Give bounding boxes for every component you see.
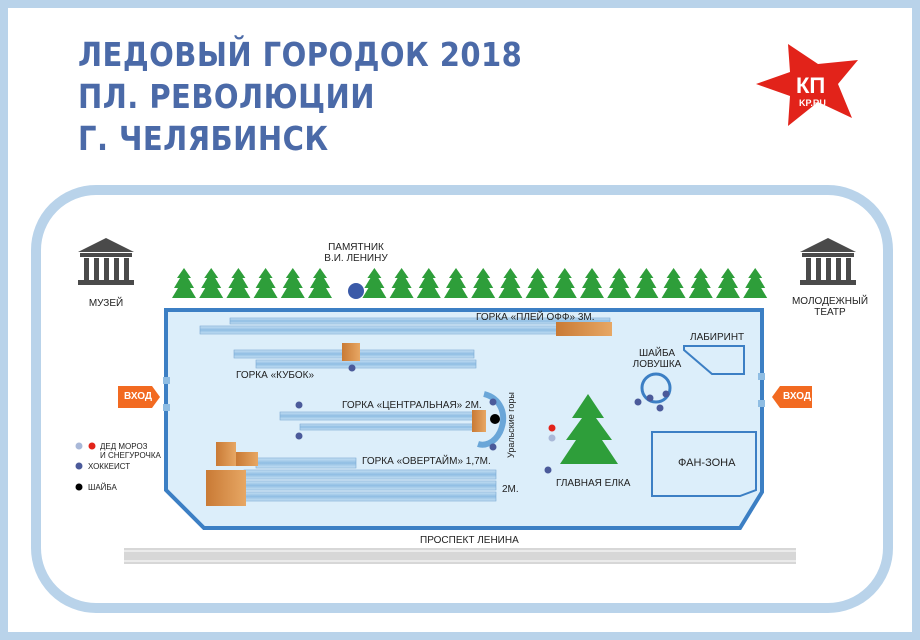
labyrinth-zone (683, 345, 745, 375)
title-line-2: ПЛ. РЕВОЛЮЦИИ (78, 77, 375, 116)
entry-arrow-icon (758, 373, 812, 408)
tree-icon (253, 268, 278, 298)
fan-zone (651, 431, 757, 497)
label-monument: ПАМЯТНИК В.И. ЛЕНИНУ (324, 242, 388, 264)
label-slide-central: ГОРКА «ЦЕНТРАЛЬНАЯ» 2М. (342, 400, 482, 411)
lenin-avenue-road (124, 548, 796, 564)
label-overtime-height: 2М. (502, 484, 519, 495)
label-fan-zone: ФАН-ЗОНА (678, 457, 736, 469)
map-markers (295, 364, 670, 474)
tree-icon (552, 268, 577, 298)
label-slide-playoff: ГОРКА «ПЛЕЙ ОФФ» 3М. (476, 312, 595, 323)
legend-hockey-label: ХОККЕИСТ (88, 462, 131, 471)
tree-icon (661, 268, 686, 298)
building-icon (78, 238, 134, 285)
tree-icon (416, 268, 441, 298)
monument-icon (348, 283, 364, 299)
logo-text-bottom: KP.RU (799, 98, 826, 108)
tree-icon (308, 268, 332, 298)
entry-right-label: ВХОД (783, 391, 812, 402)
label-labyrinth: ЛАБИРИНТ (690, 332, 745, 343)
tree-icon (389, 268, 414, 298)
label-museum: МУЗЕЙ (88, 298, 124, 309)
tree-icon (580, 268, 604, 298)
label-slide-cup: ГОРКА «КУБОК» (236, 370, 315, 381)
tree-icon (172, 268, 196, 298)
tree-icon (471, 268, 496, 298)
logo-text-top: КП (796, 73, 825, 98)
tree-icon (607, 268, 632, 298)
tree-icon (525, 268, 550, 298)
label-puck-trap: ШАЙБА ЛОВУШКА (632, 348, 682, 370)
entry-left-label: ВХОД (124, 391, 153, 402)
legend-santa-label: ДЕД МОРОЗ И СНЕГУРОЧКА (100, 442, 161, 460)
tree-icon (743, 268, 768, 298)
tree-icon (716, 268, 740, 298)
title-line-1: ЛЕДОВЫЙ ГОРОДОК 2018 (78, 35, 523, 74)
label-slide-overtime: ГОРКА «ОВЕРТАЙМ» 1,7М. (362, 456, 491, 467)
building-icon (800, 238, 856, 285)
label-theatre: МОЛОДЕЖНЫЙ ТЕАТР (791, 296, 869, 318)
tree-icon (444, 268, 468, 298)
legend-puck-label: ШАЙБА (88, 483, 117, 492)
tree-icon (362, 268, 387, 298)
tree-icon (688, 268, 713, 298)
kp-logo: КП KP.RU (756, 44, 858, 126)
legend-markers (75, 442, 96, 491)
main-tree-icon (560, 394, 618, 464)
label-main-tree: ГЛАВНАЯ ЕЛКА (556, 478, 631, 489)
slide-playoff (199, 317, 612, 336)
slide-central (279, 410, 486, 432)
tree-icon (199, 268, 224, 298)
tree-icon (634, 268, 659, 298)
tree-icon (498, 268, 523, 298)
tree-row (172, 268, 768, 298)
slide-overtime (206, 442, 497, 506)
tree-icon (226, 268, 251, 298)
title-line-3: Г. ЧЕЛЯБИНСК (78, 119, 329, 158)
tree-icon (280, 268, 305, 298)
entry-arrow-icon (118, 377, 170, 411)
label-ural-mountains: Уральские горы (506, 392, 516, 458)
label-avenue: ПРОСПЕКТ ЛЕНИНА (420, 535, 519, 546)
slide-cup (233, 343, 477, 369)
puck-trap-ring (640, 372, 672, 404)
